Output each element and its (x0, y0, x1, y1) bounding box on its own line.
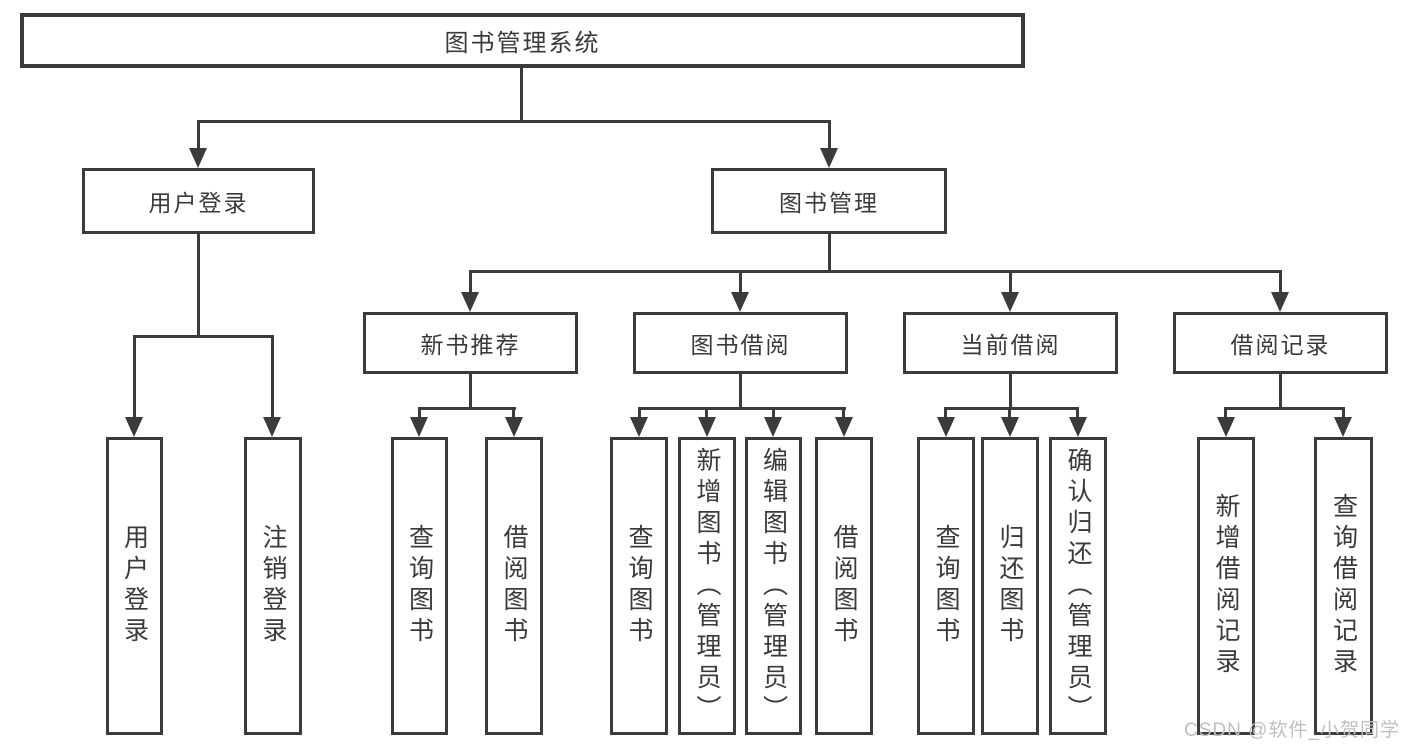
connector-arrow-down-icon (125, 417, 143, 437)
connector-line (828, 120, 831, 154)
connector-line (1009, 374, 1012, 407)
connector-line (197, 234, 200, 335)
connector-arrow-down-icon (698, 417, 716, 437)
connector-line (1279, 374, 1282, 407)
connector-line (944, 407, 1079, 410)
connector-arrow-down-icon (820, 148, 838, 168)
connector-arrow-down-icon (731, 292, 749, 312)
connector-line (469, 270, 472, 298)
node-current-borrow: 当前借阅 (903, 312, 1118, 374)
connector-line (133, 335, 274, 338)
connector-line (133, 335, 136, 423)
connector-arrow-down-icon (505, 417, 523, 437)
connector-line (739, 374, 742, 407)
connector-line (1342, 407, 1345, 423)
connector-arrow-down-icon (835, 417, 853, 437)
connector-line (1009, 270, 1012, 298)
connector-line (1279, 270, 1282, 298)
connector-line (418, 407, 516, 410)
node-logout-leaf: 注销登录 (244, 437, 302, 735)
connector-arrow-down-icon (461, 292, 479, 312)
node-book-management: 图书管理 (711, 168, 947, 234)
connector-line (469, 374, 472, 407)
node-user-login-leaf: 用户登录 (106, 437, 163, 735)
node-borrow-books-leaf-1: 借阅图书 (485, 437, 543, 735)
connector-arrow-down-icon (1334, 417, 1352, 437)
connector-line (271, 335, 274, 423)
node-query-books-leaf-1: 查询图书 (391, 437, 448, 735)
connector-line (705, 407, 708, 423)
node-query-borrow-record-leaf: 查询借阅记录 (1314, 437, 1373, 735)
node-add-borrow-record-leaf: 新增借阅记录 (1197, 437, 1255, 735)
node-user-login: 用户登录 (82, 168, 315, 234)
connector-arrow-down-icon (1069, 417, 1087, 437)
connector-arrow-down-icon (764, 417, 782, 437)
node-root: 图书管理系统 (20, 13, 1025, 68)
connector-line (1008, 407, 1011, 423)
connector-arrow-down-icon (1001, 292, 1019, 312)
connector-line (842, 407, 845, 423)
connector-arrow-down-icon (410, 417, 428, 437)
node-borrow-records: 借阅记录 (1173, 312, 1388, 374)
node-edit-book-admin-leaf: 编辑图书（管理员） (745, 437, 802, 735)
connector-line (828, 234, 831, 270)
connector-line (638, 407, 641, 423)
node-return-books-leaf: 归还图书 (981, 437, 1039, 735)
connector-line (512, 407, 515, 423)
connector-line (418, 407, 421, 423)
node-query-books-leaf-2: 查询图书 (610, 437, 668, 735)
node-confirm-return-admin-leaf: 确认归还（管理员） (1049, 437, 1107, 735)
connector-line (1224, 407, 1227, 423)
connector-arrow-down-icon (630, 417, 648, 437)
connector-arrow-down-icon (189, 148, 207, 168)
connector-arrow-down-icon (1271, 292, 1289, 312)
connector-arrow-down-icon (263, 417, 281, 437)
connector-line (944, 407, 947, 423)
connector-line (197, 120, 200, 154)
csdn-watermark: CSDN @软件_小贺同学 (1184, 720, 1400, 741)
connector-line (1076, 407, 1079, 423)
connector-line (739, 270, 742, 298)
connector-line (638, 407, 846, 410)
node-borrow-books-leaf-2: 借阅图书 (815, 437, 873, 735)
node-query-books-leaf-3: 查询图书 (917, 437, 975, 735)
connector-arrow-down-icon (937, 417, 955, 437)
connector-arrow-down-icon (1001, 417, 1019, 437)
node-book-borrow: 图书借阅 (633, 312, 848, 374)
connector-line (1224, 407, 1345, 410)
node-new-book-recommend: 新书推荐 (363, 312, 578, 374)
connector-arrow-down-icon (1217, 417, 1235, 437)
connector-line (197, 120, 831, 123)
node-add-book-admin-leaf: 新增图书（管理员） (678, 437, 736, 735)
connector-line (469, 270, 1282, 273)
connector-line (772, 407, 775, 423)
connector-line (520, 68, 523, 120)
